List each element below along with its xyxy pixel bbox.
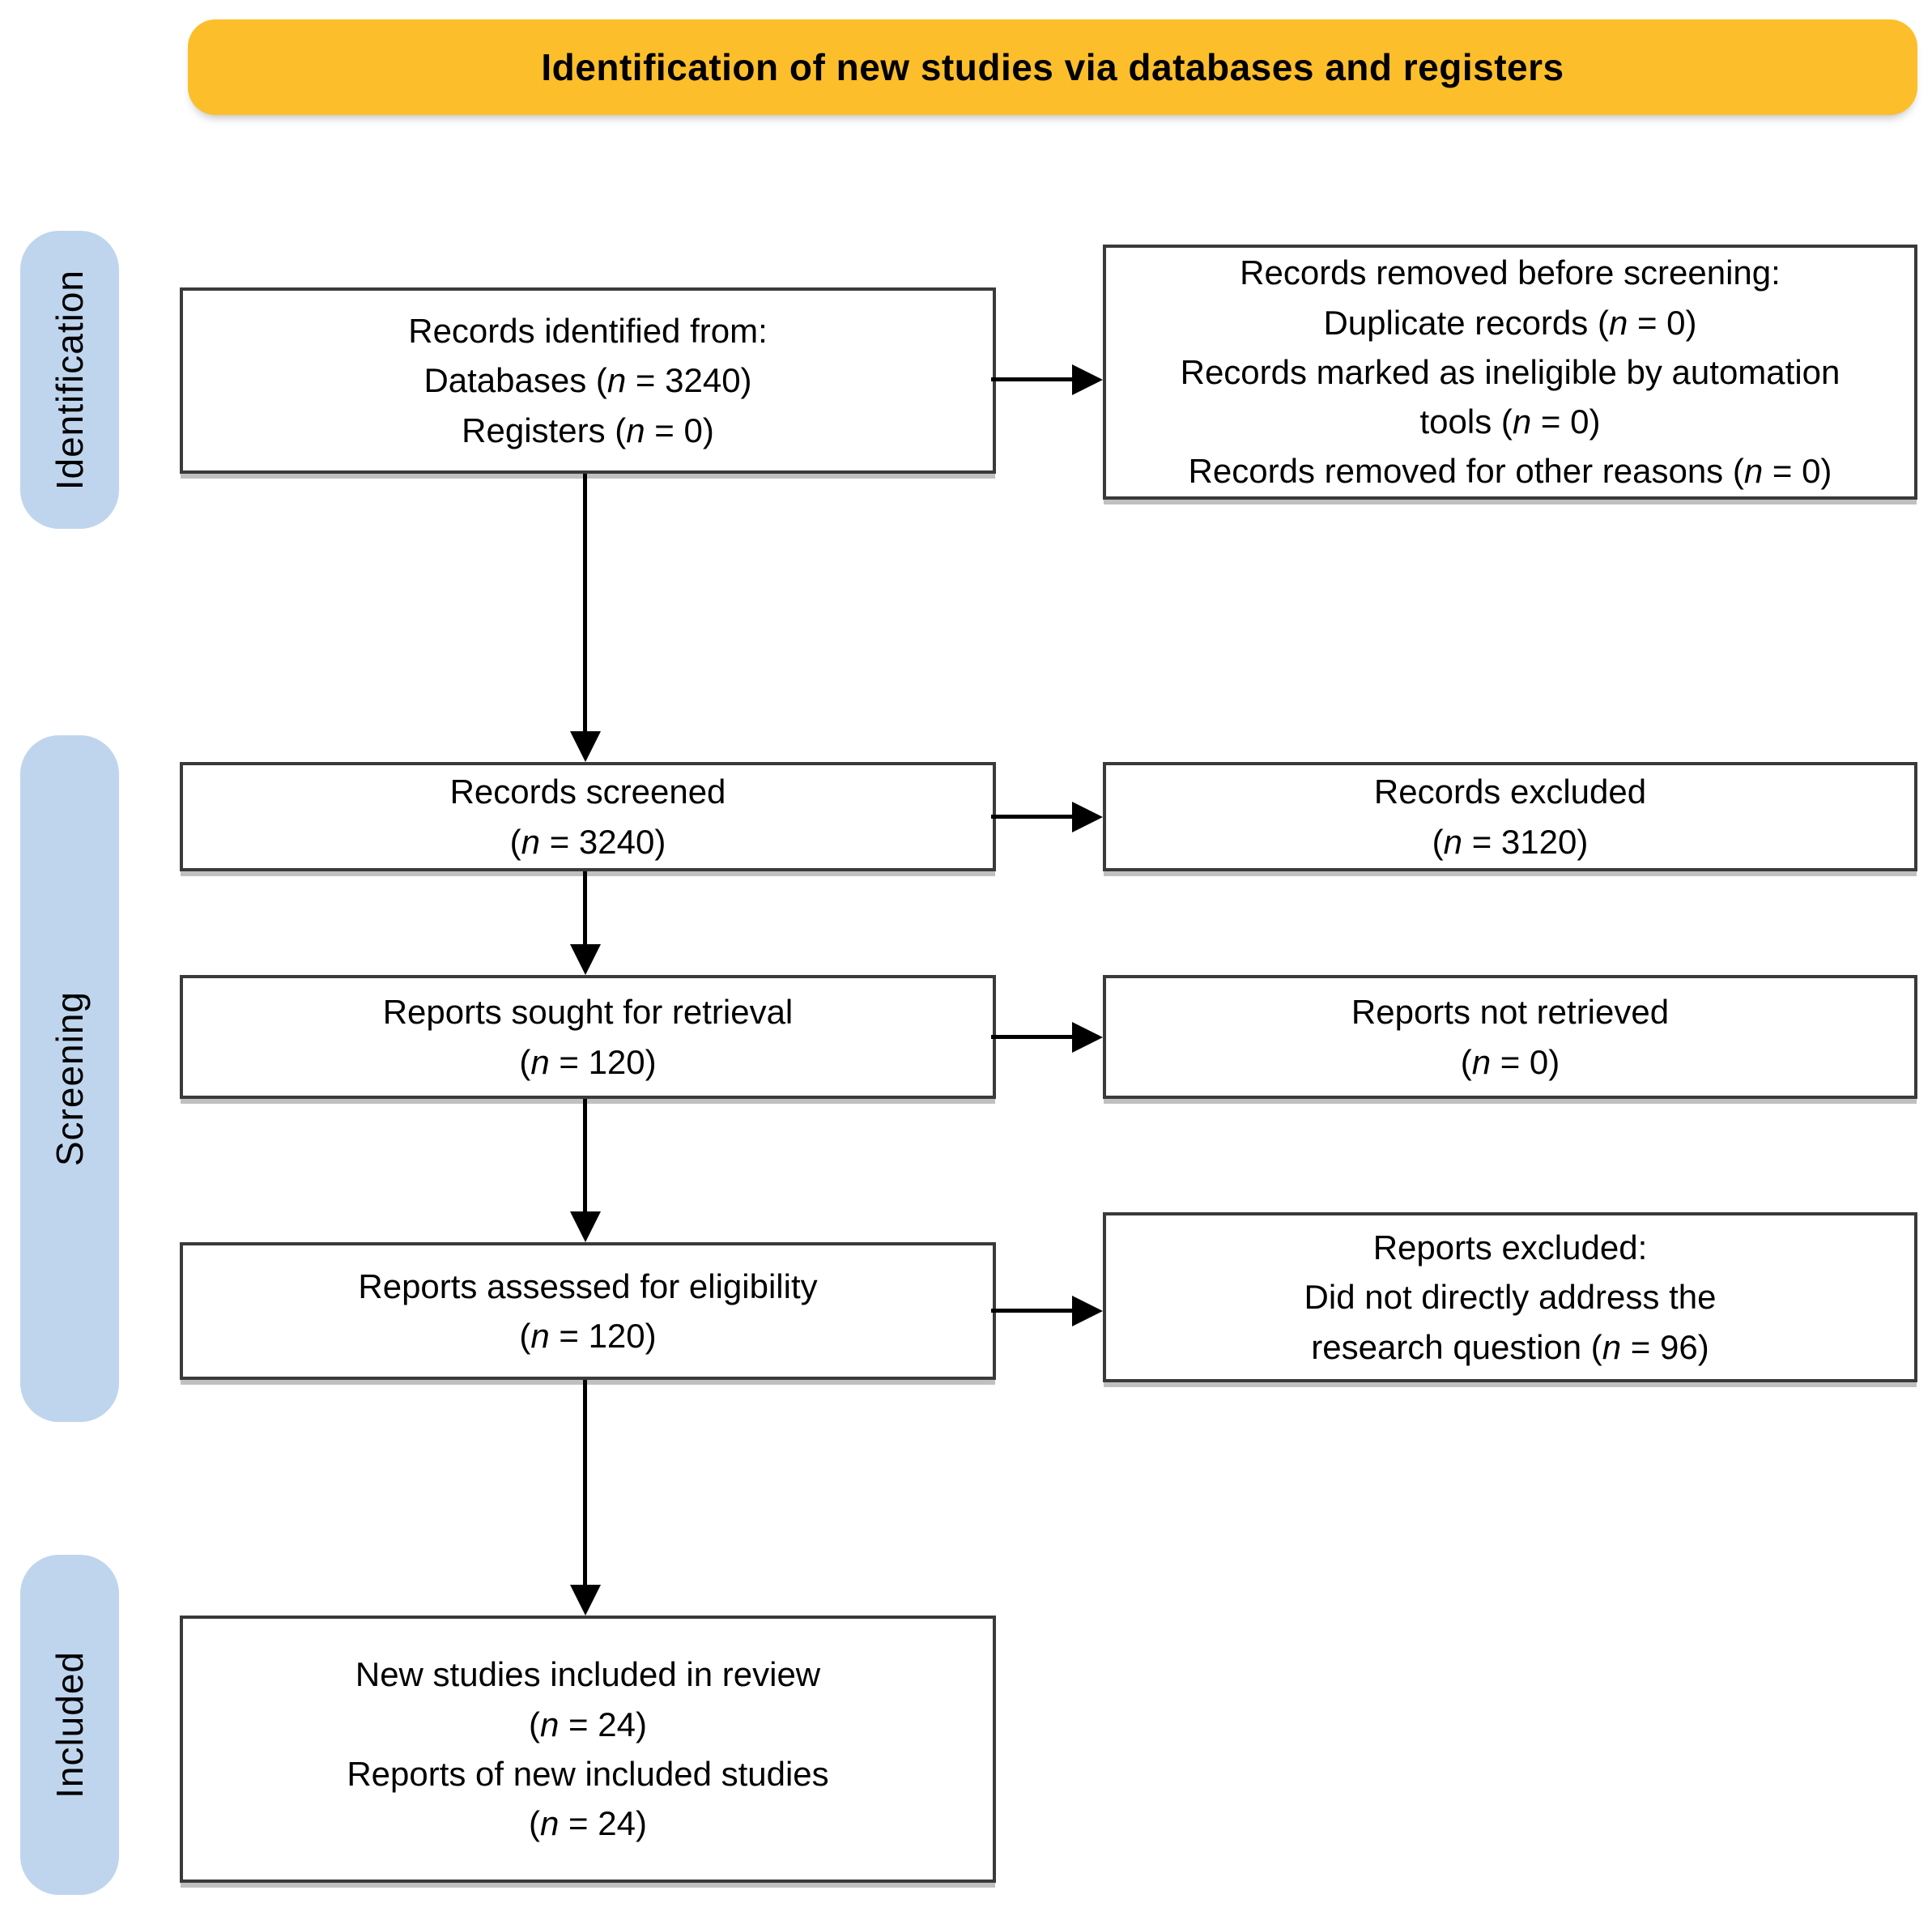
arrow-identified-to-screened-icon	[583, 474, 587, 731]
box-reports-sought: Reports sought for retrieval(n = 120)	[180, 975, 996, 1099]
box-new-studies-included: New studies included in review(n = 24)Re…	[180, 1616, 996, 1883]
arrow-identified-to-removed-icon	[991, 377, 1072, 381]
box-reports-sought-text: Reports sought for retrieval(n = 120)	[382, 993, 794, 1081]
box-records-excluded: Records excluded(n = 3120)	[1103, 762, 1917, 871]
box-reports-assessed: Reports assessed for eligibility(n = 120…	[180, 1242, 996, 1380]
stage-rail-identification: Identification	[20, 231, 119, 529]
box-records-removed-text: Records removed before screening:Duplica…	[1180, 253, 1841, 491]
arrow-sought-to-assessed-icon	[583, 1099, 587, 1211]
stage-rail-included: Included	[20, 1555, 119, 1895]
arrow-assessed-to-reports-excluded-icon	[991, 1309, 1072, 1313]
stage-label-screening: Screening	[49, 990, 91, 1167]
arrow-screened-to-sought-icon	[583, 871, 587, 944]
box-records-screened: Records screened(n = 3240)	[180, 762, 996, 871]
box-records-screened-text: Records screened(n = 3240)	[449, 773, 726, 861]
box-new-studies-included-text: New studies included in review(n = 24)Re…	[347, 1655, 829, 1843]
box-reports-excluded-text: Reports excluded:Did not directly addres…	[1304, 1228, 1717, 1366]
box-records-excluded-text: Records excluded(n = 3120)	[1373, 773, 1647, 861]
stage-label-identification: Identification	[49, 269, 91, 491]
box-records-identified-text: Records identified from:Databases (n = 3…	[408, 312, 768, 449]
stage-rail-screening: Screening	[20, 735, 119, 1422]
box-reports-not-retrieved-text: Reports not retrieved(n = 0)	[1351, 993, 1670, 1081]
arrow-assessed-to-included-icon	[583, 1380, 587, 1585]
box-records-identified: Records identified from:Databases (n = 3…	[180, 287, 996, 474]
arrow-sought-to-not-retrieved-icon	[991, 1035, 1072, 1039]
arrow-screened-to-excluded-icon	[991, 815, 1072, 819]
banner-title: Identification of new studies via databa…	[541, 46, 1564, 88]
stage-label-included: Included	[49, 1651, 91, 1799]
box-records-removed: Records removed before screening:Duplica…	[1103, 245, 1917, 500]
box-reports-not-retrieved: Reports not retrieved(n = 0)	[1103, 975, 1917, 1099]
box-reports-assessed-text: Reports assessed for eligibility(n = 120…	[358, 1267, 818, 1355]
box-reports-excluded: Reports excluded:Did not directly addres…	[1103, 1212, 1917, 1382]
banner: Identification of new studies via databa…	[188, 19, 1917, 115]
